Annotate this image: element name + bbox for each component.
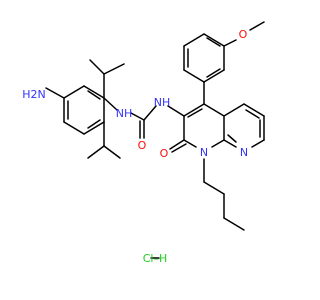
bond-inner xyxy=(206,68,221,78)
atom-label-layer: H2N NH NH O O N N O Cl–H xyxy=(22,28,248,265)
bond xyxy=(223,217,245,231)
bond xyxy=(83,121,105,135)
bond xyxy=(63,85,85,99)
bond-inner xyxy=(206,37,221,47)
bond xyxy=(203,103,225,117)
urea-oxygen-label: O xyxy=(138,139,147,152)
bond xyxy=(223,103,245,117)
bond xyxy=(203,69,225,83)
bond xyxy=(243,103,265,117)
bond xyxy=(45,87,65,99)
bond xyxy=(223,39,237,47)
bond-inner xyxy=(87,90,101,100)
bond xyxy=(103,63,125,75)
bond xyxy=(203,181,225,195)
bond xyxy=(183,33,205,47)
structure-diagram: H2N NH NH O O N N O Cl–H xyxy=(22,21,265,265)
bond xyxy=(103,145,121,159)
urea-nh-right-label: NH xyxy=(154,96,171,109)
amine-label: H2N xyxy=(22,88,46,101)
bond xyxy=(87,145,105,159)
bond xyxy=(89,59,105,75)
bond xyxy=(171,143,187,153)
urea-nh-left-label: NH xyxy=(116,107,133,120)
bond xyxy=(251,139,265,148)
bond-inner xyxy=(187,108,203,118)
bond xyxy=(143,105,157,121)
bond xyxy=(211,139,225,148)
bond-inner xyxy=(227,134,237,143)
bond xyxy=(249,21,265,31)
bond xyxy=(167,105,185,117)
ring-n1-label: N xyxy=(200,146,208,159)
ring-n8-label: N xyxy=(240,146,248,159)
bond xyxy=(130,112,145,121)
bond xyxy=(183,103,205,117)
bond-inner xyxy=(245,109,260,119)
bond xyxy=(63,121,85,135)
bond xyxy=(103,97,118,111)
hcl-label: Cl–H xyxy=(143,252,168,265)
bond-inner xyxy=(87,119,101,129)
ether-oxygen-label: O xyxy=(239,28,248,41)
bond xyxy=(223,139,237,148)
bond xyxy=(169,139,185,150)
bond xyxy=(203,33,225,47)
lactam-oxygen-label: O xyxy=(160,147,169,160)
bond-layer xyxy=(45,21,265,259)
bond xyxy=(83,85,105,99)
bond xyxy=(183,69,205,83)
bond xyxy=(183,139,197,148)
